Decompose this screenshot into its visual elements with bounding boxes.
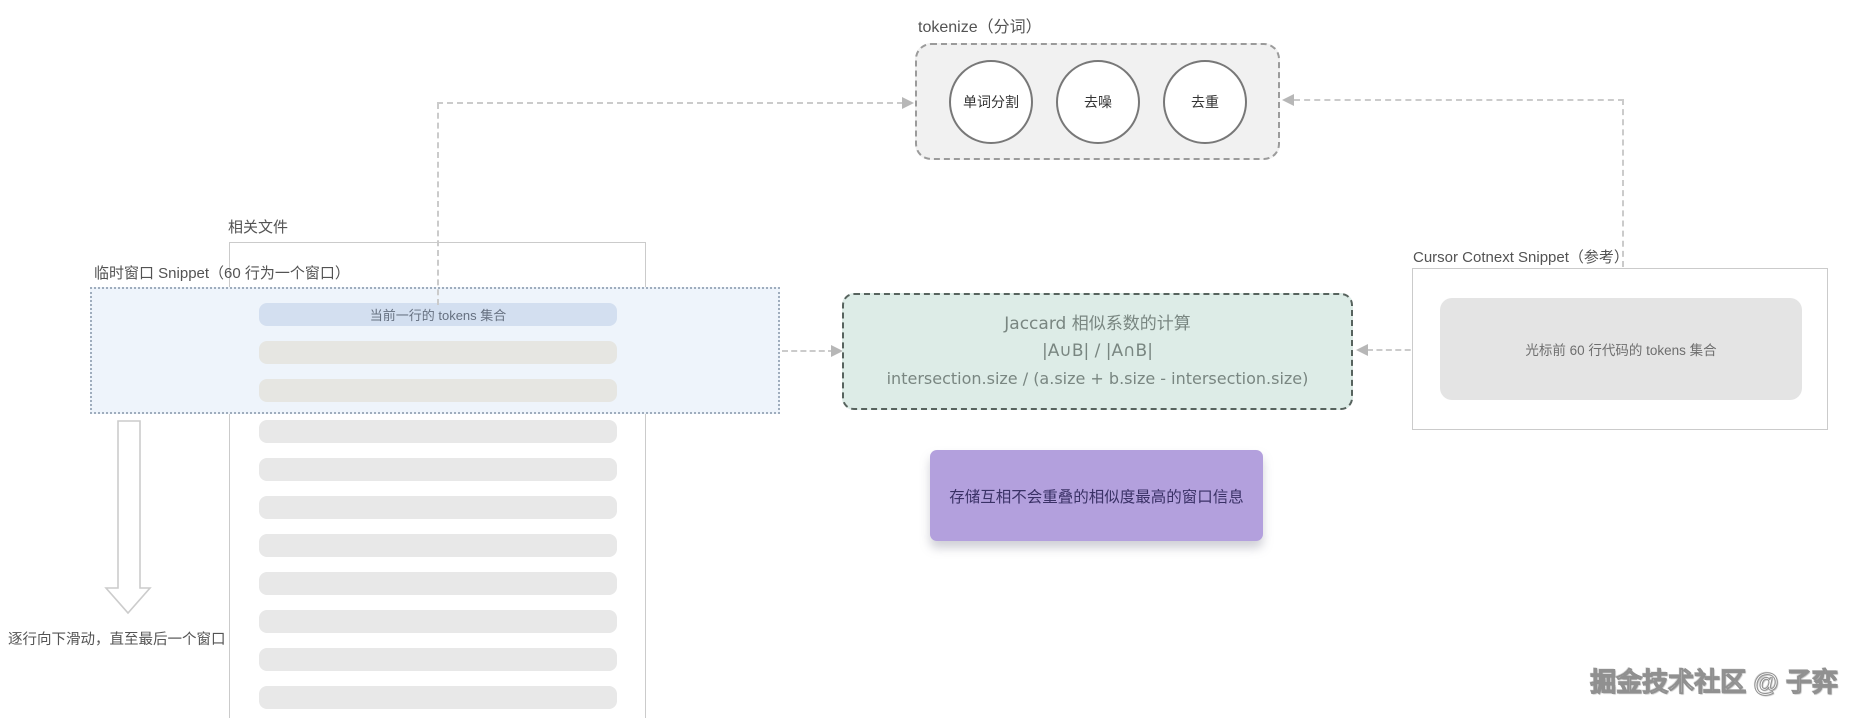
code-line-placeholder [259,610,617,633]
jaccard-formula-set: |A∪B| / |A∩B| [1042,341,1153,361]
connector-window-to-jaccard [782,350,834,352]
tokenize-label: tokenize（分词） [918,19,1042,36]
arrowhead-into-jaccard-left [831,345,843,357]
connector-cursor-to-tokenize-vertical [1622,99,1624,267]
code-line-placeholder [259,534,617,557]
code-line-placeholder [259,458,617,481]
tokenize-step-split: 单词分割 [949,59,1033,144]
code-line-placeholder [259,379,617,402]
jaccard-title: Jaccard 相似系数的计算 [1004,314,1191,334]
current-line-tokens-bar: 当前一行的 tokens 集合 [259,303,617,326]
code-line-placeholder [259,420,617,443]
window-snippet-label: 临时窗口 Snippet（60 行为一个窗口） [94,265,350,282]
cursor-snippet-tokens: 光标前 60 行代码的 tokens 集合 [1440,298,1802,400]
connector-cursor-to-tokenize-horizontal [1294,99,1624,101]
slide-down-arrow-icon [104,420,152,615]
cursor-snippet-label: Cursor Cotnext Snippet（参考） [1413,249,1629,266]
code-line-placeholder [259,496,617,519]
arrowhead-into-jaccard-right [1356,344,1368,356]
tokenize-box: 单词分割 去噪 去重 [915,43,1280,160]
code-line-placeholder [259,686,617,709]
related-file-label: 相关文件 [228,219,289,236]
jaccard-box: Jaccard 相似系数的计算 |A∪B| / |A∩B| intersecti… [842,293,1353,410]
code-line-placeholder [259,341,617,364]
connector-window-to-tokenize-vertical [437,103,439,305]
code-line-placeholder [259,572,617,595]
code-line-placeholder [259,648,617,671]
slide-note: 逐行向下滑动，直至最后一个窗口 [8,632,226,648]
watermark: 掘金技术社区 @ 子弈 [1590,667,1839,698]
tokenize-step-denoise: 去噪 [1056,59,1140,144]
arrowhead-into-tokenize-left [902,97,914,109]
arrowhead-into-tokenize-right [1282,94,1294,106]
connector-cursor-to-jaccard [1367,349,1439,351]
connector-window-to-tokenize-horizontal [437,102,903,104]
store-result-box: 存储互相不会重叠的相似度最高的窗口信息 [930,450,1263,541]
jaccard-formula-code: intersection.size / (a.size + b.size - i… [886,369,1309,388]
tokenize-step-dedupe: 去重 [1163,59,1247,144]
